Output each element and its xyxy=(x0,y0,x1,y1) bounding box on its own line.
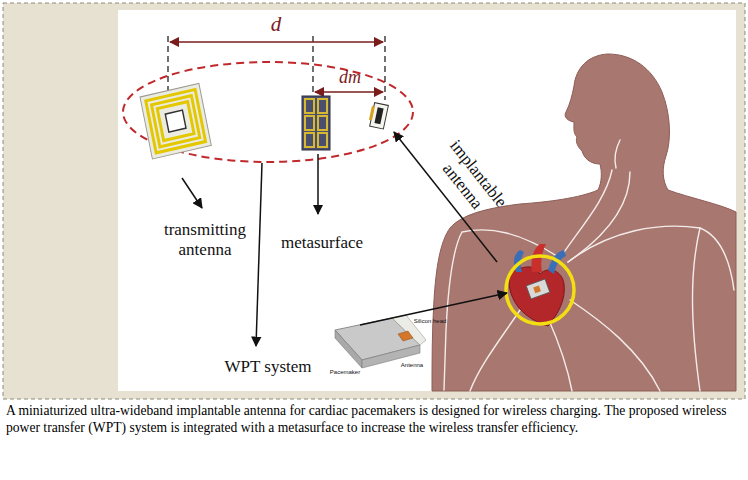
part-label: Pacemaker xyxy=(330,369,360,376)
dimension-label: dm xyxy=(339,67,361,89)
dimension-arrow xyxy=(315,91,383,93)
unit-cell xyxy=(318,99,327,113)
unit-cell xyxy=(318,133,327,147)
vein-line xyxy=(470,310,520,391)
part-label: transmitting antenna xyxy=(153,220,257,261)
implanted-pacemaker xyxy=(526,279,550,299)
antenna-substrate xyxy=(140,83,211,159)
unit-cell xyxy=(318,116,327,130)
unit-cell xyxy=(305,133,314,147)
dimension-arrow xyxy=(170,41,383,43)
human-figure xyxy=(432,54,736,391)
vein-line xyxy=(570,300,660,391)
leader-arrow xyxy=(256,163,262,346)
spiral-center xyxy=(165,110,186,132)
leader-arrow xyxy=(182,178,202,208)
vein-line xyxy=(548,318,572,391)
transmitting-antenna xyxy=(140,83,211,159)
metasurface xyxy=(302,96,330,150)
dimension-label: d xyxy=(271,12,282,37)
implanted-antenna xyxy=(533,285,541,293)
leader-arrow xyxy=(317,154,319,214)
figure-panel xyxy=(118,10,736,391)
figure-caption: A miniaturized ultra-wideband implantabl… xyxy=(6,403,744,437)
antenna-patch xyxy=(374,107,383,124)
highlight-circle xyxy=(506,256,574,324)
vein-line xyxy=(560,170,612,258)
part-label: Antenna xyxy=(401,362,423,369)
spiral-turn xyxy=(152,96,200,147)
vein-line xyxy=(568,226,734,290)
antenna-edge xyxy=(369,106,375,120)
vein-line xyxy=(568,172,630,262)
wpt-ellipse xyxy=(123,62,413,162)
unit-cells xyxy=(305,99,327,147)
device-antenna xyxy=(398,331,413,341)
dimension-guide xyxy=(312,36,313,100)
vein-line xyxy=(693,228,701,391)
part-label: WPT system xyxy=(224,357,311,377)
spiral-turn xyxy=(157,102,194,141)
part-label: Silicon head xyxy=(414,318,447,325)
pacemaker-device xyxy=(335,315,426,368)
device-side xyxy=(335,330,362,368)
unit-cell xyxy=(305,99,314,113)
dimension-guide xyxy=(384,36,385,100)
part-label: metasurface xyxy=(281,233,363,253)
unit-cell xyxy=(305,116,314,130)
leader-arrow xyxy=(360,293,507,325)
vein-line xyxy=(615,140,620,168)
part-label: implantable antenna xyxy=(425,131,515,230)
metasurface-board xyxy=(302,96,330,150)
body-silhouette xyxy=(432,54,736,391)
figure-frame xyxy=(3,3,745,399)
spiral-turn xyxy=(146,89,206,152)
implantable-antenna xyxy=(368,102,389,129)
dimension-guide xyxy=(167,36,168,92)
antenna-case xyxy=(370,103,389,129)
